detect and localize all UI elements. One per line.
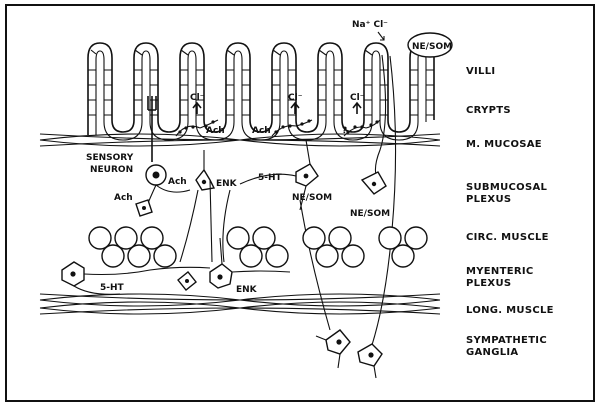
enk-label-1: ENK (216, 179, 238, 189)
muscularis-mucosae (39, 133, 441, 147)
longitudinal-muscle (39, 293, 441, 315)
descending-fibre-2 (222, 189, 231, 263)
ht-label-1: 5-HT (258, 173, 283, 183)
enk-label-2: ENK (236, 285, 258, 295)
descending-fibre-1 (299, 199, 331, 331)
layer-label-circ-muscle: CIRC. MUSCLE (466, 232, 549, 243)
ach-label-2: Ach (252, 126, 271, 136)
ach-label-3: Ach (168, 177, 187, 187)
ne-som-fibre-top (374, 54, 387, 181)
sensory-ending-icon (147, 96, 157, 162)
layer-label-submucosal-1: SUBMUCOSAL (466, 182, 547, 193)
ne-som-label-1: NE/SOM (292, 193, 332, 203)
mucosal-nerve-terminals (175, 119, 381, 137)
villi-epithelium (87, 42, 435, 141)
submucosal-neuron-1 (195, 168, 216, 191)
cl-arrow-icon-1 (192, 101, 202, 114)
cl-label-1: Cl⁻ (190, 93, 205, 103)
sensory-neuron-nucleus (152, 171, 160, 179)
figure-border (5, 4, 595, 402)
circular-muscle (88, 226, 428, 268)
question-label: ? (342, 126, 347, 136)
ach-label-4: Ach (114, 193, 133, 203)
layer-label-mucosae: M. MUCOSAE (466, 139, 542, 150)
layer-label-myenteric-1: MYENTERIC (466, 266, 534, 277)
sensory-neuron-label-2: NEURON (90, 165, 133, 175)
layer-label-sympathetic-1: SYMPATHETIC (466, 335, 547, 346)
ht-label-2: 5-HT (100, 283, 125, 293)
layer-label-long-muscle: LONG. MUSCLE (466, 305, 554, 316)
ach-label-1: Ach (206, 126, 225, 136)
layer-label-sympathetic-2: GANGLIA (466, 347, 518, 358)
layer-label-submucosal-2: PLEXUS (466, 194, 511, 205)
layer-label-crypts: CRYPTS (466, 105, 511, 116)
ne-som-oval (407, 32, 453, 58)
ne-som-fibre-right (371, 55, 397, 346)
cl-arrow-icon-3 (352, 101, 362, 114)
ne-som-top-label: NE/SOM (412, 42, 452, 52)
cl-label-3: Cl⁻ (350, 93, 365, 103)
na-cl-ions-label: Na⁺ Cl⁻ (352, 20, 388, 30)
layer-label-myenteric-2: PLEXUS (466, 278, 511, 289)
sensory-neuron-label-1: SENSORY (86, 153, 134, 163)
ion-arrow-icon (377, 31, 385, 41)
cl-arrow-icon-2 (290, 101, 300, 114)
ne-som-label-2: NE/SOM (350, 209, 390, 219)
cl-label-2: Cl⁻ (288, 93, 303, 103)
layer-label-villi: VILLI (466, 66, 495, 77)
sensory-neuron-axon (145, 184, 191, 209)
